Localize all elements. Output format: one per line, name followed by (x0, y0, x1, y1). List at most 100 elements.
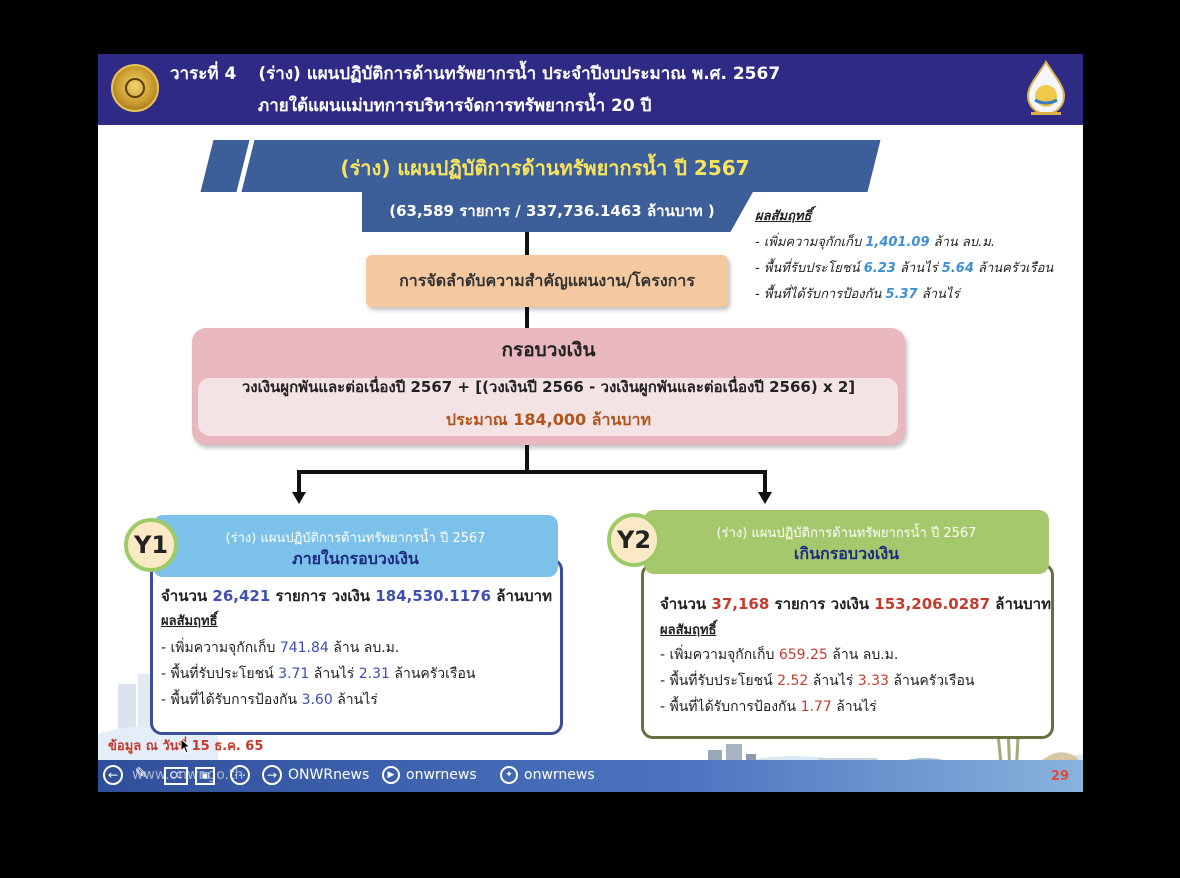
connector-line (297, 470, 301, 494)
y1-badge: Y1 (124, 518, 178, 572)
storage-unit: ล้าน ลบ.ม. (333, 640, 400, 656)
y2-results-heading: ผลสัมฤทธิ์ (660, 623, 717, 638)
protect-label: - พื้นที่ได้รับการป้องกัน (161, 692, 298, 708)
header-title: (ร่าง) แผนปฏิบัติการด้านทรัพยากรน้ำ ประจ… (258, 64, 781, 84)
storage-label: - เพิ่มความจุกักเก็บ (161, 640, 276, 656)
connector-line (525, 307, 529, 328)
arrow-down-icon (292, 492, 306, 504)
storage-unit: ล้าน ลบ.ม. (832, 647, 899, 663)
priority-ranking-label: การจัดลำดับความสำคัญแผนงาน/โครงการ (399, 271, 695, 290)
y2-protect-line: - พื้นที่ได้รับการป้องกัน 1.77 ล้านไร่ (660, 696, 877, 718)
benefit-area-unit: ล้านไร่ (812, 673, 854, 689)
y1-header-line1: (ร่าง) แผนปฏิบัติการด้านทรัพยากรน้ำ ปี 2… (225, 531, 486, 546)
twitter-handle[interactable]: onwrnews (524, 767, 595, 783)
plan-banner-title: (ร่าง) แผนปฏิบัติการด้านทรัพยากรน้ำ ปี 2… (340, 156, 750, 180)
arrow-down-icon (758, 492, 772, 504)
benefit-label: - พื้นที่รับประโยชน์ (161, 666, 274, 682)
header-title-line2: ภายใต้แผนแม่บทการบริหารจัดการทรัพยากรน้ำ… (258, 96, 652, 116)
protect-unit: ล้านไร่ (836, 699, 877, 715)
overall-benefit-line: - พื้นที่รับประโยชน์ 6.23 ล้านไร่ 5.64 ล… (755, 256, 1053, 282)
y2-protect-value: 1.77 (800, 699, 832, 715)
protect-label: - พื้นที่ได้รับการป้องกัน (755, 287, 882, 302)
y2-amount-value: 153,206.0287 (874, 595, 991, 613)
connector-line (525, 232, 529, 255)
budget-frame-title: กรอบวงเงิน (501, 339, 596, 361)
onwr-logo-icon (1026, 60, 1066, 115)
y2-count-label: จำนวน (660, 595, 707, 613)
y1-amount-value: 184,530.1176 (375, 587, 492, 605)
y2-card-header: (ร่าง) แผนปฏิบัติการด้านทรัพยากรน้ำ ปี 2… (644, 510, 1049, 574)
y1-amount-unit: ล้านบาท (496, 587, 552, 605)
next-slide-icon[interactable]: → (262, 765, 282, 785)
y2-benefit-households-value: 3.33 (857, 673, 889, 689)
storage-unit: ล้าน ลบ.ม. (933, 235, 995, 250)
twitter-icon: ✦ (500, 766, 518, 784)
benefit-households-unit: ล้านครัวเรือน (394, 666, 476, 682)
y2-badge: Y2 (607, 513, 661, 567)
previous-slide-icon[interactable]: ← (103, 765, 123, 785)
connector-line (763, 470, 767, 494)
protect-unit: ล้านไร่ (921, 287, 960, 302)
overall-protect-line: - พื้นที่ได้รับการป้องกัน 5.37 ล้านไร่ (755, 282, 1053, 308)
overall-storage-line: - เพิ่มความจุกักเก็บ 1,401.09 ล้าน ลบ.ม. (755, 230, 1053, 256)
y2-benefit-line: - พื้นที่รับประโยชน์ 2.52 ล้านไร่ 3.33 ล… (660, 670, 974, 692)
overall-results-heading: ผลสัมฤทธิ์ (755, 209, 812, 224)
benefit-label: - พื้นที่รับประโยชน์ (755, 261, 860, 276)
storage-label: - เพิ่มความจุกักเก็บ (755, 235, 862, 250)
banner-accent-left (200, 140, 250, 192)
benefit-label: - พื้นที่รับประโยชน์ (660, 673, 773, 689)
plan-banner-subtitle: (63,589 รายการ / 337,736.1463 ล้านบาท ) (389, 202, 715, 220)
overall-results: ผลสัมฤทธิ์ - เพิ่มความจุกักเก็บ 1,401.09… (755, 204, 1053, 308)
y1-benefit-area-value: 3.71 (278, 666, 310, 682)
protect-label: - พื้นที่ได้รับการป้องกัน (660, 699, 797, 715)
more-options-icon[interactable]: ⋯ (230, 765, 250, 785)
y1-storage-value: 741.84 (279, 640, 329, 656)
y2-count-line: จำนวน 37,168 รายการ วงเงิน 153,206.0287 … (660, 592, 1051, 616)
y1-card-header: (ร่าง) แผนปฏิบัติการด้านทรัพยากรน้ำ ปี 2… (153, 515, 558, 577)
y2-benefit-area-value: 2.52 (777, 673, 809, 689)
agenda-label: วาระที่ 4 (170, 64, 237, 84)
youtube-icon: ▶ (382, 766, 400, 784)
presentation-slide: วาระที่ 4 (ร่าง) แผนปฏิบัติการด้านทรัพยาก… (98, 54, 1083, 792)
y1-card: จำนวน 26,421 รายการ วงเงิน 184,530.1176 … (150, 558, 563, 735)
y1-count-label: จำนวน (161, 587, 208, 605)
priority-ranking-box: การจัดลำดับความสำคัญแผนงาน/โครงการ (366, 255, 728, 307)
page-number: 29 (1050, 769, 1069, 784)
y2-storage-line: - เพิ่มความจุกักเก็บ 659.25 ล้าน ลบ.ม. (660, 644, 898, 666)
storage-value: 1,401.09 (865, 235, 930, 250)
y1-benefit-households-value: 2.31 (358, 666, 390, 682)
benefit-area-value: 6.23 (863, 261, 896, 276)
budget-frame-formula: วงเงินผูกพันและต่อเนื่องปี 2567 + [(วงเง… (241, 378, 856, 396)
y2-header-line1: (ร่าง) แผนปฏิบัติการด้านทรัพยากรน้ำ ปี 2… (716, 526, 977, 541)
protect-unit: ล้านไร่ (337, 692, 378, 708)
y1-protect-line: - พื้นที่ได้รับการป้องกัน 3.60 ล้านไร่ (161, 689, 378, 711)
protect-value: 5.37 (885, 287, 918, 302)
header-title-line1: วาระที่ 4 (ร่าง) แผนปฏิบัติการด้านทรัพยาก… (170, 60, 780, 87)
y1-storage-line: - เพิ่มความจุกักเก็บ 741.84 ล้าน ลบ.ม. (161, 637, 399, 659)
plan-banner-subtitle-box (362, 190, 754, 232)
captions-button[interactable]: CC (164, 767, 188, 785)
website-link[interactable]: www.onwr.go.th (132, 767, 244, 783)
budget-frame-inner (198, 378, 898, 436)
slide-footer-toolbar: ← ✎ CC ▣ ⋯ → www.onwr.go.th ONWRnews ▶ o… (98, 760, 1083, 792)
benefit-area-unit: ล้านไร่ (899, 261, 938, 276)
y2-amount-unit: ล้านบาท (995, 595, 1051, 613)
government-seal-icon (111, 64, 159, 112)
budget-frame-box: กรอบวงเงิน วงเงินผูกพันและต่อเนื่องปี 25… (192, 328, 905, 445)
y1-benefit-line: - พื้นที่รับประโยชน์ 3.71 ล้านไร่ 2.31 ล… (161, 663, 475, 685)
y2-header-line2: เกินกรอบวงเงิน (793, 544, 900, 563)
connector-line (297, 470, 767, 474)
mouse-cursor-icon (180, 738, 192, 754)
y1-amount-label: รายการ วงเงิน (275, 587, 371, 605)
budget-frame-amount: ประมาณ 184,000 ล้านบาท (445, 410, 652, 429)
y1-header-line2: ภายในกรอบวงเงิน (292, 549, 419, 568)
fullscreen-icon[interactable]: ▣ (195, 767, 215, 785)
youtube-handle[interactable]: onwrnews (406, 767, 477, 783)
benefit-households-value: 5.64 (941, 261, 974, 276)
y1-count-value: 26,421 (212, 587, 271, 605)
y2-storage-value: 659.25 (778, 647, 828, 663)
pen-icon[interactable]: ✎ (134, 764, 148, 782)
y1-protect-value: 3.60 (301, 692, 333, 708)
facebook-handle[interactable]: ONWRnews (288, 767, 370, 783)
storage-label: - เพิ่มความจุกักเก็บ (660, 647, 775, 663)
